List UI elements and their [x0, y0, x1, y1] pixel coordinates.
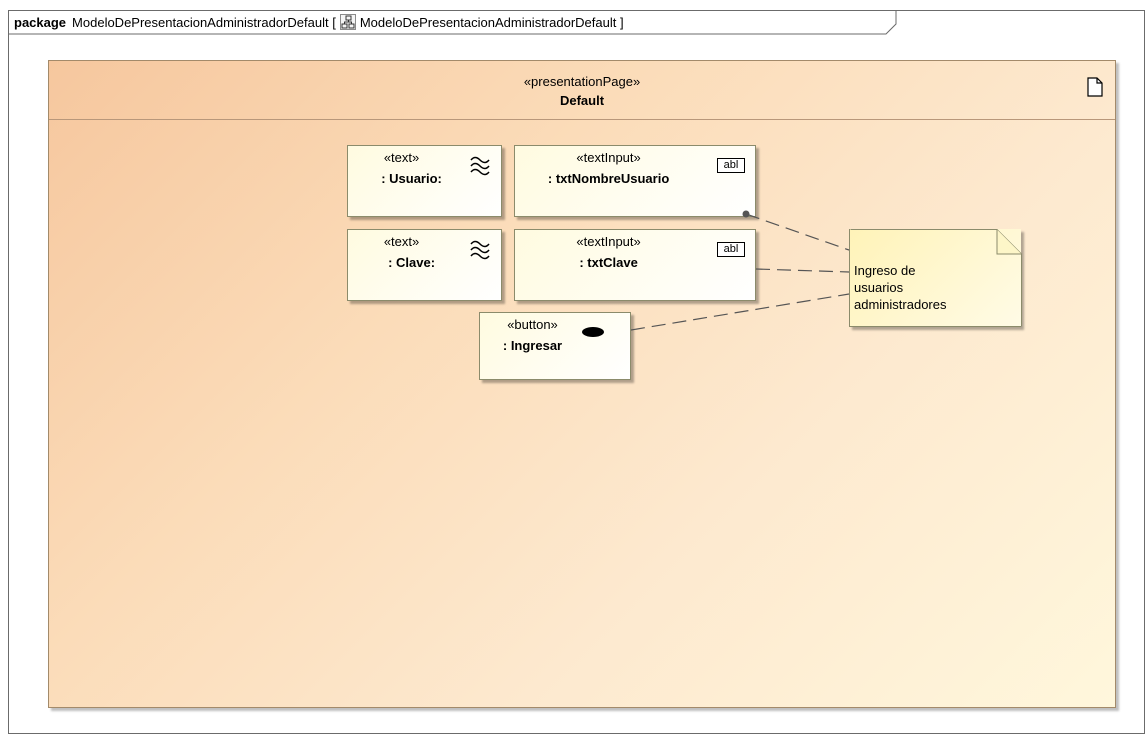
text-input-abl-icon: abl — [717, 242, 745, 257]
element-stereotype: «text» — [383, 234, 420, 249]
note-line: administradores — [854, 297, 947, 312]
element-name: : txtNombreUsuario — [547, 171, 670, 186]
element-name: : txtClave — [579, 255, 638, 270]
element-stereotype: «textInput» — [576, 234, 641, 249]
package-tab-label: package ModeloDePresentacionAdministrador… — [14, 14, 624, 30]
element-name: : Clave: — [388, 255, 436, 270]
text-element-usuario[interactable]: «text» : Usuario: — [347, 145, 502, 217]
anchor-line-ingresar — [630, 293, 850, 331]
note-shape — [850, 229, 1022, 327]
presentation-page-stereotype: «presentationPage» — [523, 74, 641, 89]
anchor-dot — [742, 210, 750, 218]
text-wave-icon — [470, 240, 490, 260]
element-stereotype: «button» — [507, 317, 558, 332]
bracket-close: ] — [619, 15, 624, 30]
element-name: : Usuario: — [381, 171, 442, 186]
button-element-ingresar[interactable]: «button» : Ingresar — [479, 312, 631, 380]
element-stereotype: «textInput» — [576, 150, 641, 165]
package-keyword: package — [14, 15, 67, 30]
presentation-page-header: «presentationPage» Default — [49, 61, 1115, 120]
note-line: Ingreso de — [854, 263, 916, 278]
anchor-line-txt-nombre-usuario — [745, 213, 850, 251]
text-input-txt-nombre-usuario[interactable]: «textInput» : txtNombreUsuario abl — [514, 145, 756, 217]
note-text: Ingreso de usuarios administradores — [854, 262, 947, 313]
element-stereotype: «text» — [383, 150, 420, 165]
element-name: : Ingresar — [502, 338, 563, 353]
package-name: ModeloDePresentacionAdministradorDefault — [72, 15, 329, 30]
diagram-icon — [339, 14, 356, 30]
diagram-name: ModeloDePresentacionAdministradorDefault — [359, 15, 617, 30]
note-ingreso-usuarios[interactable]: Ingreso de usuarios administradores — [849, 229, 1022, 327]
note-line: usuarios — [854, 280, 904, 295]
text-element-clave[interactable]: «text» : Clave: — [347, 229, 502, 301]
text-input-abl-icon: abl — [717, 158, 745, 173]
text-input-txt-clave[interactable]: «textInput» : txtClave abl — [514, 229, 756, 301]
button-dot-icon — [582, 327, 604, 337]
presentation-page-title: Default — [559, 93, 605, 108]
text-wave-icon — [470, 156, 490, 176]
anchor-line-txt-clave — [755, 268, 850, 273]
bracket-open: [ — [332, 15, 336, 30]
document-icon — [1087, 77, 1103, 97]
package-tab: package ModeloDePresentacionAdministrador… — [8, 10, 898, 33]
